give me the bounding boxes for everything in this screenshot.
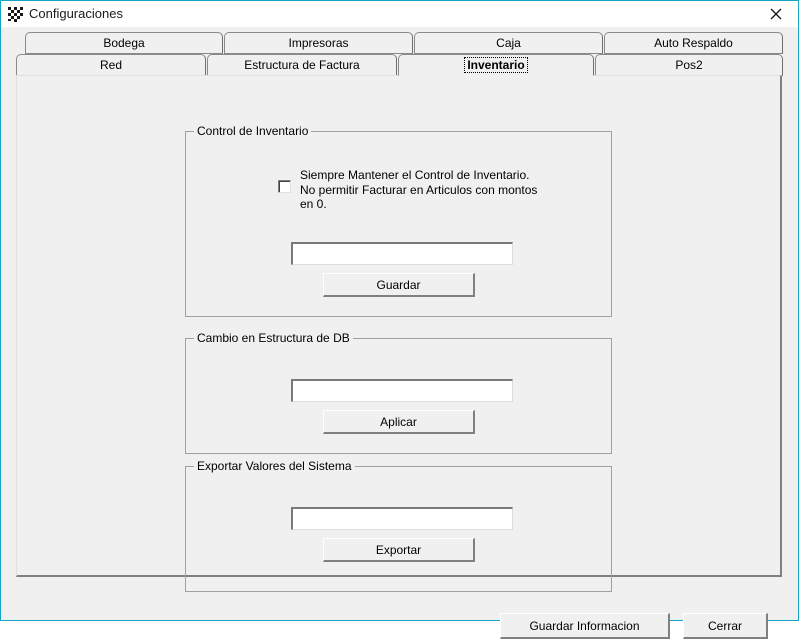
tab-caja-label: Caja <box>496 36 521 50</box>
tab-row-top: Bodega Impresoras Caja Auto Respaldo <box>15 32 783 54</box>
group-exportar-valores-sistema: Exportar Valores del Sistema Exportar <box>185 460 612 592</box>
close-button[interactable] <box>754 1 798 26</box>
tab-estructura-de-factura[interactable]: Estructura de Factura <box>207 54 397 76</box>
checkered-flag-icon <box>7 5 25 23</box>
tab-caja[interactable]: Caja <box>414 32 603 54</box>
title-bar: Configuraciones <box>1 1 798 28</box>
close-icon <box>770 8 782 19</box>
tab-pos2-label: Pos2 <box>675 58 703 72</box>
inventory-control-checkbox[interactable] <box>278 180 291 193</box>
exportar-button-label: Exportar <box>375 542 422 557</box>
tab-auto-respaldo[interactable]: Auto Respaldo <box>604 32 783 54</box>
group-control-de-inventario: Control de Inventario Siempre Mantener e… <box>185 125 612 317</box>
exportar-valores-input[interactable] <box>291 507 513 530</box>
group-cambio-estructura-db-title: Cambio en Estructura de DB <box>194 332 353 345</box>
tab-inventario-label: Inventario <box>464 57 528 73</box>
cambio-estructura-db-input[interactable] <box>291 379 513 402</box>
tab-bodega[interactable]: Bodega <box>25 32 223 54</box>
inventory-control-checkbox-label: Siempre Mantener el Control de Inventari… <box>300 168 538 211</box>
tab-estructura-de-factura-label: Estructura de Factura <box>244 58 360 72</box>
group-control-de-inventario-title: Control de Inventario <box>194 125 312 138</box>
control-inventario-input[interactable] <box>291 242 513 265</box>
client-area: Bodega Impresoras Caja Auto Respaldo Red <box>2 27 797 639</box>
tab-pos2[interactable]: Pos2 <box>595 54 783 76</box>
tab-panel-inventario: Control de Inventario Siempre Mantener e… <box>16 75 782 592</box>
tab-red-label: Red <box>99 58 122 72</box>
guardar-button-label: Guardar <box>376 277 421 292</box>
guardar-button[interactable]: Guardar <box>323 273 475 297</box>
guardar-informacion-button[interactable]: Guardar Informacion <box>500 613 670 639</box>
tab-impresoras-label: Impresoras <box>288 36 349 50</box>
aplicar-button-label: Aplicar <box>380 414 417 429</box>
settings-tab-control: Bodega Impresoras Caja Auto Respaldo Red <box>15 32 783 592</box>
aplicar-button[interactable]: Aplicar <box>323 410 475 434</box>
tab-impresoras[interactable]: Impresoras <box>224 32 413 54</box>
tab-red[interactable]: Red <box>16 54 206 76</box>
group-cambio-estructura-db: Cambio en Estructura de DB Aplicar <box>185 332 612 454</box>
cerrar-button[interactable]: Cerrar <box>683 613 768 639</box>
tab-auto-respaldo-label: Auto Respaldo <box>654 36 733 50</box>
tab-row-bottom: Red Estructura de Factura Inventario Pos… <box>15 54 783 76</box>
window-title: Configuraciones <box>29 6 123 21</box>
exportar-button[interactable]: Exportar <box>323 538 475 562</box>
tab-inventario[interactable]: Inventario <box>398 54 594 76</box>
tab-bodega-label: Bodega <box>103 36 145 50</box>
group-exportar-valores-sistema-title: Exportar Valores del Sistema <box>194 460 355 473</box>
